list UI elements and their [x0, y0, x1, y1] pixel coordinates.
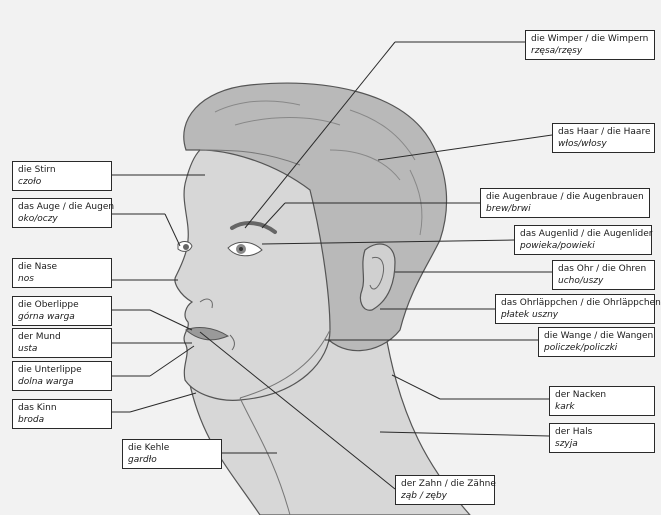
label-hals: der Hals szyja: [549, 423, 655, 453]
label-ohr: das Ohr / die Ohren ucho/uszy: [552, 260, 655, 290]
lips: [185, 327, 230, 341]
label-ohrlaeppchen-de: das Ohrläppchen / die Ohrläppchen: [501, 298, 661, 308]
label-oberlippe: die Oberlippe górna warga: [12, 296, 112, 326]
label-kinn: das Kinn broda: [12, 399, 112, 429]
label-kehle: die Kehle gardło: [122, 439, 222, 469]
label-ohr-pl: ucho/uszy: [558, 276, 604, 286]
label-augenbraue-pl: brew/brwi: [486, 204, 531, 214]
label-wange-pl: policzek/policzki: [544, 343, 618, 353]
label-wange: die Wange / die Wangen policzek/policzki: [538, 327, 655, 357]
label-auge: das Auge / die Augen oko/oczy: [12, 198, 115, 228]
label-haar-pl: włos/włosy: [558, 139, 607, 149]
label-hals-pl: szyja: [555, 439, 578, 449]
label-zahn-pl: ząb / zęby: [401, 491, 448, 501]
label-augenbraue: die Augenbraue / die Augenbrauen brew/br…: [480, 188, 650, 218]
label-nacken: der Nacken kark: [549, 386, 655, 416]
label-nacken-de: der Nacken: [555, 390, 607, 400]
label-nase: die Nase nos: [12, 258, 112, 288]
label-oberlippe-de: die Oberlippe: [18, 300, 79, 310]
label-unterlippe: die Unterlippe dolna warga: [12, 361, 112, 391]
label-oberlippe-pl: górna warga: [18, 312, 75, 322]
leader-lines: [112, 41, 553, 490]
label-stirn-de: die Stirn: [18, 165, 56, 175]
label-mund-de: der Mund: [18, 332, 61, 342]
label-zahn-de: der Zahn / die Zähne: [401, 479, 496, 489]
label-unterlippe-de: die Unterlippe: [18, 365, 82, 375]
label-ohrlaeppchen: das Ohrläppchen / die Ohrläppchen płatek…: [495, 294, 661, 324]
label-zahn: der Zahn / die Zähne ząb / zęby: [395, 475, 496, 505]
label-wimper-de: die Wimper / die Wimpern: [531, 34, 649, 44]
label-haar-de: das Haar / die Haare: [558, 127, 651, 137]
label-ohrlaeppchen-pl: płatek uszny: [501, 310, 559, 320]
label-auge-pl: oko/oczy: [18, 214, 58, 224]
label-kehle-de: die Kehle: [128, 443, 170, 453]
label-mund-pl: usta: [18, 344, 38, 354]
label-nase-de: die Nase: [18, 262, 58, 272]
label-unterlippe-pl: dolna warga: [18, 377, 74, 387]
label-augenbraue-de: die Augenbraue / die Augenbrauen: [486, 192, 644, 202]
label-hals-de: der Hals: [555, 427, 593, 437]
label-ohr-de: das Ohr / die Ohren: [558, 264, 647, 274]
ear: [359, 243, 396, 311]
label-augenlid-pl: powieka/powieki: [520, 241, 595, 251]
label-stirn: die Stirn czoło: [12, 161, 112, 191]
label-mund: der Mund usta: [12, 328, 112, 358]
label-kinn-de: das Kinn: [18, 403, 57, 413]
label-wimper: die Wimper / die Wimpern rzęsa/rzęsy: [525, 30, 655, 60]
label-kehle-pl: gardło: [128, 455, 157, 465]
label-augenlid: das Augenlid / die Augenlider powieka/po…: [514, 225, 652, 255]
label-nacken-pl: kark: [555, 402, 575, 412]
label-wimper-pl: rzęsa/rzęsy: [531, 46, 583, 56]
label-stirn-pl: czoło: [18, 177, 42, 187]
label-wange-de: die Wange / die Wangen: [544, 331, 654, 341]
label-kinn-pl: broda: [18, 415, 45, 425]
eyebrow: [230, 221, 277, 234]
label-nase-pl: nos: [18, 274, 34, 284]
label-auge-de: das Auge / die Augen: [18, 202, 115, 212]
label-haar: das Haar / die Haare włos/włosy: [552, 123, 655, 153]
label-augenlid-de: das Augenlid / die Augenlider: [520, 229, 653, 239]
face: [174, 149, 331, 401]
